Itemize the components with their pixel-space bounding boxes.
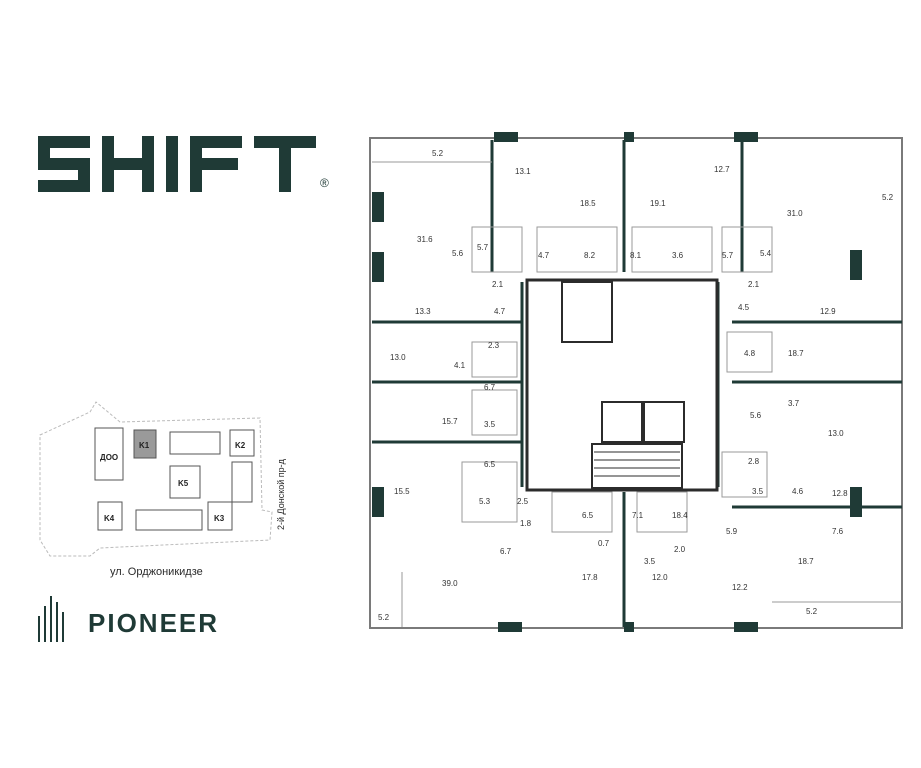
room-outlines <box>372 161 902 627</box>
area-label: 6.7 <box>484 383 496 392</box>
area-label: 8.1 <box>630 251 642 260</box>
area-label: 18.7 <box>798 557 814 566</box>
building-k1: K1 <box>133 429 157 459</box>
svg-text:ДОО: ДОО <box>100 453 118 462</box>
area-label: 4.6 <box>792 487 804 496</box>
area-label: 12.9 <box>820 307 836 316</box>
room-area-labels: 5.2 13.1 18.5 19.1 12.7 31.0 5.2 31.6 5.… <box>378 149 894 622</box>
building-block <box>135 509 203 531</box>
area-label: 12.0 <box>652 573 668 582</box>
area-label: 5.7 <box>477 243 489 252</box>
street-bottom-label: ул. Орджоникидзе <box>110 566 203 578</box>
floor-plan: 5.2 13.1 18.5 19.1 12.7 31.0 5.2 31.6 5.… <box>369 132 903 632</box>
registered-mark: ® <box>320 176 329 190</box>
area-label: 39.0 <box>442 579 458 588</box>
area-label: 5.4 <box>760 249 772 258</box>
pioneer-wordmark: PIONEER <box>88 608 220 638</box>
area-label: 5.2 <box>378 613 390 622</box>
area-label: 18.7 <box>788 349 804 358</box>
area-label: 13.1 <box>515 167 531 176</box>
building-k3: K3 <box>207 501 233 531</box>
area-label: 17.8 <box>582 573 598 582</box>
shift-logo <box>38 136 316 192</box>
area-label: 1.8 <box>520 519 532 528</box>
area-label: 13.0 <box>390 353 406 362</box>
area-label: 7.1 <box>632 511 644 520</box>
building-block <box>169 431 221 455</box>
area-label: 5.9 <box>726 527 738 536</box>
area-label: 3.5 <box>752 487 764 496</box>
svg-text:K5: K5 <box>178 479 189 488</box>
area-label: 5.2 <box>882 193 894 202</box>
area-label: 7.6 <box>832 527 844 536</box>
area-label: 3.6 <box>672 251 684 260</box>
area-label: 3.5 <box>484 420 496 429</box>
area-label: 15.5 <box>394 487 410 496</box>
area-label: 4.7 <box>538 251 550 260</box>
building-doo: ДОО <box>94 427 124 481</box>
area-label: 6.5 <box>484 460 496 469</box>
area-label: 5.2 <box>806 607 818 616</box>
street-right-label: 2-й Донской пр-д <box>276 458 286 530</box>
structural-columns <box>372 132 862 632</box>
area-label: 18.4 <box>672 511 688 520</box>
area-label: 31.6 <box>417 235 433 244</box>
svg-text:K4: K4 <box>104 514 115 523</box>
area-label: 5.3 <box>479 497 491 506</box>
area-label: 3.7 <box>788 399 800 408</box>
area-label: 2.1 <box>492 280 504 289</box>
site-plan: ДОО K1 K2 K5 K4 K3 2-й Донской пр-д <box>39 401 286 557</box>
building-block <box>231 461 253 503</box>
area-label: 18.5 <box>580 199 596 208</box>
area-label: 4.7 <box>494 307 506 316</box>
area-label: 6.7 <box>500 547 512 556</box>
area-label: 12.8 <box>832 489 848 498</box>
svg-text:K2: K2 <box>235 441 246 450</box>
area-label: 2.0 <box>674 545 686 554</box>
area-label: 13.3 <box>415 307 431 316</box>
area-label: 5.2 <box>432 149 444 158</box>
area-label: 2.3 <box>488 341 500 350</box>
area-label: 15.7 <box>442 417 458 426</box>
building-k4: K4 <box>97 501 123 531</box>
area-label: 4.5 <box>738 303 750 312</box>
area-label: 13.0 <box>828 429 844 438</box>
area-label: 5.6 <box>452 249 464 258</box>
area-label: 12.7 <box>714 165 730 174</box>
area-label: 5.7 <box>722 251 734 260</box>
area-label: 2.1 <box>748 280 760 289</box>
area-label: 3.5 <box>644 557 656 566</box>
svg-text:K3: K3 <box>214 514 225 523</box>
area-label: 5.6 <box>750 411 762 420</box>
area-label: 2.8 <box>748 457 760 466</box>
area-label: 0.7 <box>598 539 610 548</box>
area-label: 6.5 <box>582 511 594 520</box>
area-label: 2.5 <box>517 497 529 506</box>
building-k5: K5 <box>169 465 201 499</box>
area-label: 4.1 <box>454 361 466 370</box>
elevator-core <box>525 278 719 492</box>
area-label: 31.0 <box>787 209 803 218</box>
area-label: 12.2 <box>732 583 748 592</box>
area-label: 19.1 <box>650 199 666 208</box>
area-label: 4.8 <box>744 349 756 358</box>
pioneer-logo-icon <box>38 596 64 642</box>
area-label: 8.2 <box>584 251 596 260</box>
building-k2: K2 <box>229 429 255 457</box>
svg-text:K1: K1 <box>139 441 150 450</box>
